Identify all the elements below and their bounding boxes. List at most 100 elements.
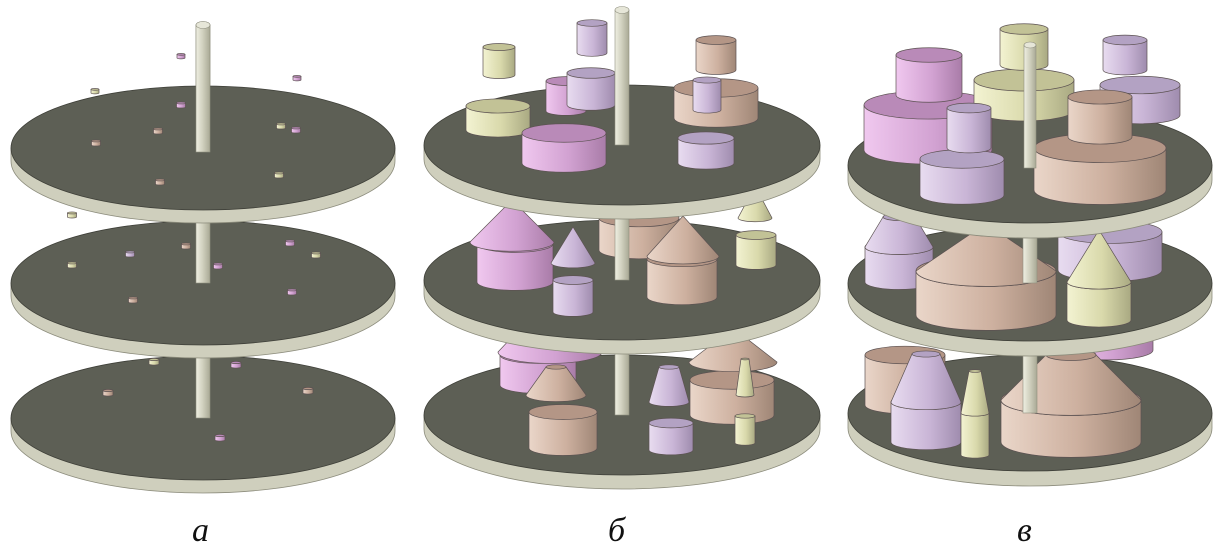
cylinder-top — [176, 53, 186, 56]
cylinder-top — [695, 35, 737, 45]
cone — [1066, 229, 1132, 290]
cylinder-top — [521, 123, 607, 143]
caption-a: а — [192, 512, 209, 549]
cylinder-top — [67, 261, 77, 265]
cylinder-body — [576, 22, 608, 57]
caption-c: в — [1017, 512, 1032, 549]
cylinder-top — [552, 275, 594, 285]
cylinder-top — [735, 230, 777, 240]
cylinder-top — [276, 122, 286, 126]
cylinder-body — [1102, 39, 1148, 76]
cylinder-top — [689, 370, 775, 390]
cylinder-top — [291, 126, 301, 130]
cylinder-top — [102, 389, 114, 392]
panel-a-sparse-shelves — [10, 21, 396, 494]
cylinder-top — [274, 171, 284, 175]
cylinder-top — [90, 88, 100, 91]
cone — [469, 199, 555, 252]
pole-top — [614, 6, 630, 14]
truncated-cone — [864, 216, 934, 255]
cylinder-body — [960, 412, 990, 459]
cylinder-body — [181, 243, 191, 250]
cylinder-top — [528, 404, 598, 420]
cylinder-body — [677, 137, 735, 170]
cylinder-body — [1000, 399, 1142, 458]
cylinder-body — [946, 107, 992, 154]
cone-top — [740, 357, 750, 361]
center-pole — [195, 349, 211, 419]
cylinder-top — [148, 358, 160, 361]
cone-top — [658, 364, 680, 370]
cylinder-top — [155, 178, 165, 182]
cylinder-top — [181, 242, 191, 246]
pole-top — [195, 21, 211, 29]
cylinder-body — [230, 362, 242, 369]
cylinder-body — [91, 140, 101, 147]
cylinder-top — [1067, 89, 1133, 105]
panel-c-dense-shelves — [847, 23, 1213, 487]
cylinder-top — [311, 251, 321, 255]
cylinder-body — [1067, 96, 1133, 145]
cylinder-top — [648, 417, 694, 429]
cylinder-body — [274, 172, 284, 179]
cylinder-top — [213, 262, 223, 266]
cylinder-body — [1033, 147, 1167, 205]
cylinder-top — [999, 23, 1049, 35]
cylinder-top — [566, 67, 616, 79]
cylinder-body — [482, 46, 516, 79]
cylinder-body — [213, 263, 223, 270]
cylinder-top — [734, 413, 756, 419]
cylinder-body — [214, 435, 226, 442]
cylinder-top — [153, 127, 163, 131]
cylinder-top — [287, 288, 297, 292]
cylinder-top — [230, 361, 242, 364]
cylinder-top — [91, 139, 101, 143]
cylinder-top — [946, 102, 992, 114]
truncated-cone — [735, 358, 755, 398]
cylinder-body — [692, 79, 722, 114]
truncated-cone — [525, 366, 587, 402]
cylinder-body — [302, 388, 314, 395]
cylinder-top — [176, 101, 186, 105]
cone — [688, 327, 778, 373]
cylinder-body — [1066, 281, 1132, 328]
truncated-cone — [960, 370, 990, 417]
cone — [646, 215, 720, 265]
cylinder-body — [521, 132, 607, 173]
cylinder-body — [67, 262, 77, 269]
cylinder-top — [895, 47, 963, 63]
cylinder-body — [552, 279, 594, 317]
cylinder-top — [1099, 75, 1181, 95]
cylinder-body — [311, 252, 321, 259]
cylinder-body — [566, 72, 616, 111]
cylinder-top — [125, 250, 135, 254]
cone — [550, 226, 596, 269]
center-pole — [1023, 44, 1037, 169]
cylinder-body — [734, 415, 756, 446]
cylinder-body — [148, 359, 160, 366]
cylinder-body — [695, 39, 737, 75]
cylinder-top — [1102, 34, 1148, 46]
cylinder-body — [128, 297, 138, 304]
cylinder-body — [67, 212, 77, 219]
cylinder-top — [285, 239, 295, 243]
cylinder-body — [735, 234, 777, 270]
cylinder-body — [528, 411, 598, 456]
cylinder-body — [287, 289, 297, 296]
cylinder-top — [302, 387, 314, 390]
cylinder-top — [677, 131, 735, 145]
cylinder-top — [482, 43, 516, 51]
center-pole — [195, 24, 211, 153]
cylinder-body — [155, 179, 165, 186]
panel-b-medium-shelves — [423, 6, 821, 490]
cylinder-top — [214, 434, 226, 437]
cylinder-body — [291, 127, 301, 134]
truncated-cone — [915, 232, 1057, 287]
cylinder-body — [919, 158, 1005, 205]
caption-b: б — [608, 512, 626, 549]
cylinder-body — [915, 270, 1057, 331]
cylinder-body — [285, 240, 295, 247]
truncated-cone — [648, 366, 690, 407]
cone-top — [545, 364, 567, 370]
